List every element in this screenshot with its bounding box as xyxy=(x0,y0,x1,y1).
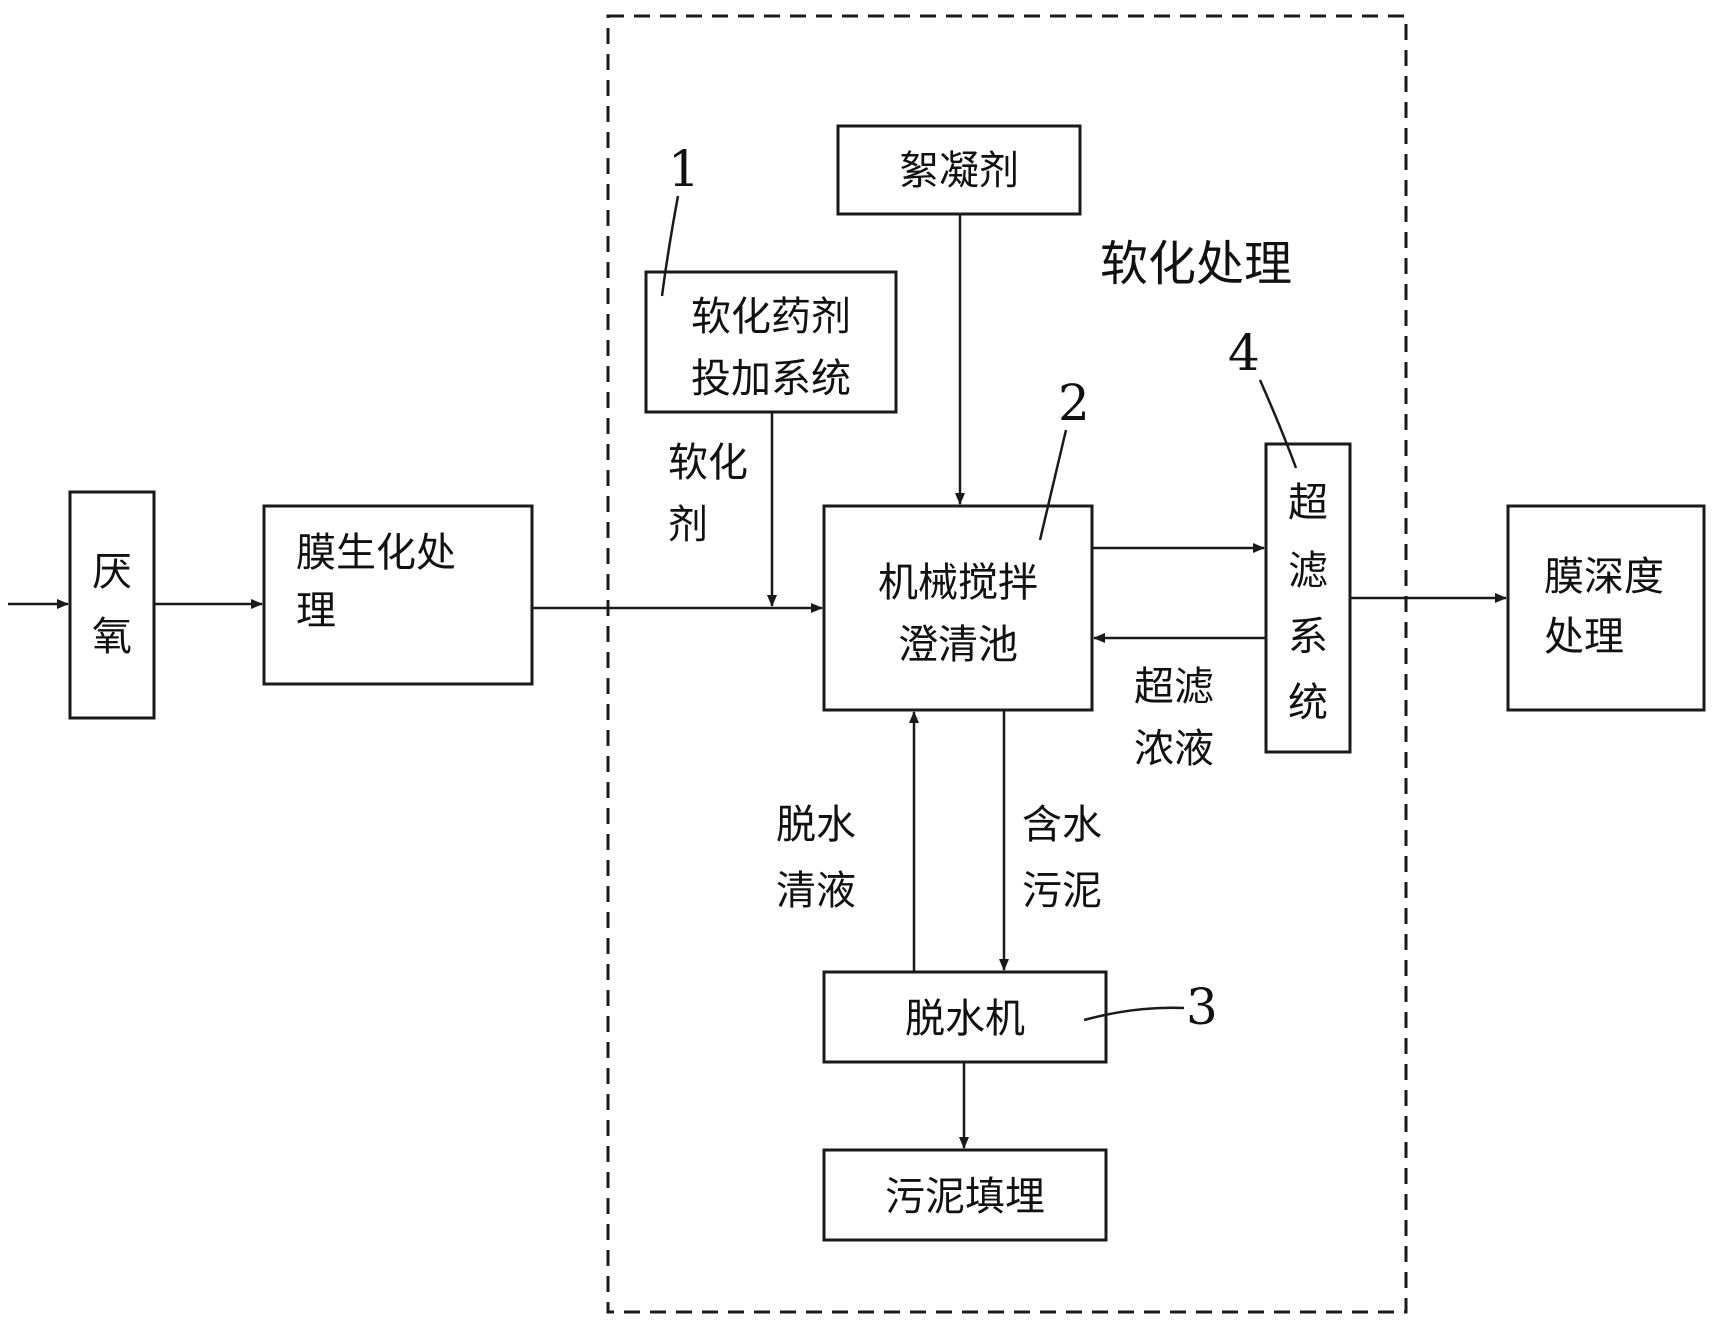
callout-4-leader xyxy=(1258,379,1298,469)
anaerobic-box: 厌 氧 xyxy=(68,490,156,720)
softener-edge-label: 软化 剂 xyxy=(668,440,748,548)
uf-concentrate-line1: 超滤 xyxy=(1134,664,1214,710)
dewater-filtrate-edge-label: 脱水 清液 xyxy=(776,802,856,914)
membrane-bio-label-line2: 理 xyxy=(296,588,336,634)
uf-label-char2: 滤 xyxy=(1288,548,1328,594)
deep-membrane-label-line2: 处理 xyxy=(1544,614,1624,660)
flocculant-box: 絮凝剂 xyxy=(836,124,1082,216)
filtrate-line2: 清液 xyxy=(776,868,856,914)
dewatering-machine-box: 脱水机 xyxy=(822,970,1108,1064)
flocculant-label: 絮凝剂 xyxy=(899,148,1019,194)
clarifier-label-line1: 机械搅拌 xyxy=(878,560,1038,606)
anaerobic-label-line2: 氧 xyxy=(92,614,132,660)
membrane-bio-label-line1: 膜生化处 xyxy=(296,530,456,576)
callout-1-leader xyxy=(660,195,680,297)
landfill-label: 污泥填埋 xyxy=(885,1174,1045,1220)
membrane-bio-treatment-box: 膜生化处 理 xyxy=(262,504,534,686)
callout-2: 2 xyxy=(1038,374,1090,541)
uf-concentrate-line2: 浓液 xyxy=(1134,726,1214,772)
uf-concentrate-edge-label: 超滤 浓液 xyxy=(1134,664,1214,772)
filtrate-line1: 脱水 xyxy=(776,802,856,848)
callout-3: 3 xyxy=(1083,978,1218,1036)
callout-4: 4 xyxy=(1228,324,1298,469)
callout-4-number: 4 xyxy=(1228,324,1260,382)
wet-sludge-edge-label: 含水 污泥 xyxy=(1022,802,1102,914)
softener-label-line2: 剂 xyxy=(668,502,708,548)
clarifier-box: 机械搅拌 澄清池 xyxy=(822,504,1094,712)
callout-3-number: 3 xyxy=(1186,978,1218,1036)
uf-label-char1: 超 xyxy=(1288,480,1328,526)
softener-dosing-system-box: 软化药剂 投加系统 xyxy=(644,270,898,414)
callout-3-leader xyxy=(1083,1006,1185,1022)
ultrafiltration-system-box: 超 滤 系 统 xyxy=(1264,442,1352,754)
deep-membrane-treatment-box: 膜深度 处理 xyxy=(1506,504,1706,712)
dewater-label: 脱水机 xyxy=(905,996,1025,1042)
dosing-label-line1: 软化药剂 xyxy=(691,294,851,340)
uf-label-char3: 系 xyxy=(1288,614,1328,660)
callout-2-number: 2 xyxy=(1058,374,1090,432)
clarifier-label-line2: 澄清池 xyxy=(898,622,1018,668)
wet-sludge-line2: 污泥 xyxy=(1022,868,1102,914)
callout-1-number: 1 xyxy=(668,140,700,198)
callout-1: 1 xyxy=(660,140,700,297)
anaerobic-label-line1: 厌 xyxy=(92,549,132,595)
wet-sludge-line1: 含水 xyxy=(1022,802,1102,848)
uf-label-char4: 统 xyxy=(1288,680,1328,726)
softening-region-boundary xyxy=(606,14,1408,1314)
softener-label-line1: 软化 xyxy=(668,440,748,486)
callout-2-leader xyxy=(1038,429,1068,541)
sludge-landfill-box: 污泥填埋 xyxy=(822,1148,1108,1242)
softening-region-title: 软化处理 xyxy=(1100,236,1292,292)
dosing-label-line2: 投加系统 xyxy=(691,356,851,402)
deep-membrane-label-line1: 膜深度 xyxy=(1544,554,1664,600)
